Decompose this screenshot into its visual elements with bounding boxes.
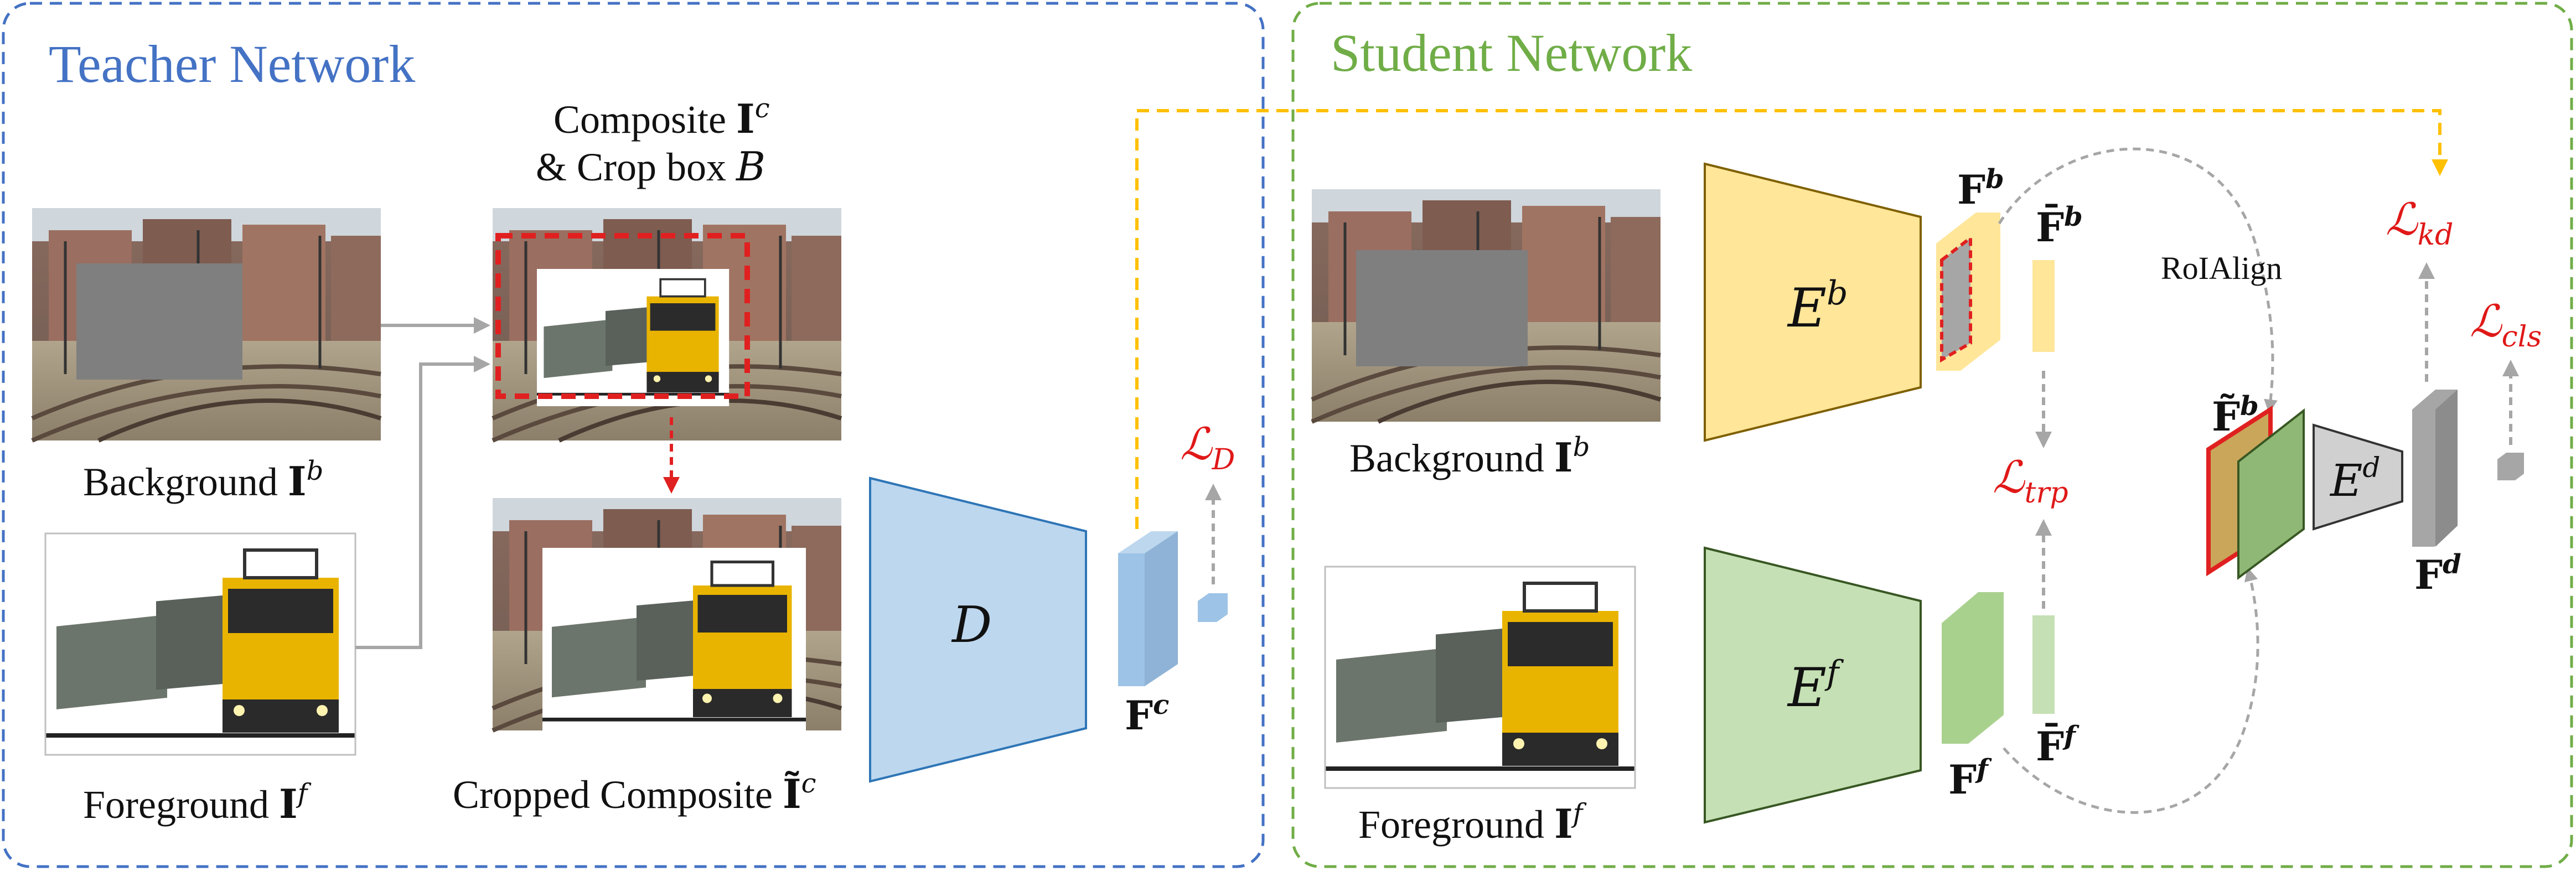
crop-box	[495, 233, 750, 399]
encoder-Ed-block	[2313, 423, 2403, 531]
student-output-cube	[2497, 453, 2524, 480]
encoder-Ef-block	[1704, 546, 1922, 824]
roialign-curve-top	[1998, 147, 2278, 413]
student-panel	[1291, 2, 2573, 868]
encoder-Eb-block	[1704, 162, 1922, 442]
teacher-panel	[2, 2, 1265, 868]
feature-Ff-block	[1942, 592, 2004, 744]
teacher-foreground-image	[45, 533, 355, 755]
teacher-foreground-label: Foreground If	[83, 778, 312, 827]
feature-Fb-label: Fb	[1957, 164, 2004, 213]
student-background-label: Background Ib	[1349, 432, 1590, 481]
teacher-output-cube	[1198, 593, 1228, 622]
feature-Fd-label: Fd	[2414, 549, 2461, 598]
student-title: Student Network	[1331, 23, 1692, 82]
encoder-Eb-label: Eb	[1787, 274, 1848, 339]
feature-Fb-tilde-label: F̃b	[2212, 391, 2259, 440]
foreground-to-composite-arrow	[355, 356, 490, 649]
feature-Fb-bar-label: F̄b	[2036, 201, 2083, 251]
student-background-image	[1312, 189, 1661, 422]
loss-trp-label: ℒtrp	[1993, 452, 2068, 510]
discriminator-block	[869, 476, 1087, 783]
encoder-Ed-label: Ed	[2329, 452, 2380, 506]
roialign-curve-bottom	[2003, 567, 2259, 814]
cropped-composite-label: Cropped Composite Ĩc	[453, 768, 816, 817]
loss-cls-label: ℒcls	[2470, 296, 2542, 354]
composite-image	[493, 208, 841, 440]
teacher-background-image	[32, 208, 381, 440]
discriminator-label: D	[951, 596, 992, 654]
crop-box-label: & Crop box B	[536, 143, 765, 190]
teacher-background-label: Background Ib	[83, 455, 323, 505]
composite-label: Composite Ic	[554, 93, 770, 142]
feature-fused-block	[2237, 408, 2305, 580]
feature-Ff-bar-block	[2032, 615, 2055, 714]
feature-Ff-label: Ff	[1948, 754, 1992, 803]
kd-arrow	[1135, 109, 2448, 529]
feature-Fb-bar-block	[2032, 260, 2055, 352]
cropped-composite-image	[493, 498, 841, 736]
loss-kd-label: ℒkd	[2386, 194, 2453, 252]
loss-D-label: ℒD	[1180, 418, 1235, 476]
feature-Fc-label: Fc	[1125, 690, 1169, 739]
roialign-label: RoIAlign	[2161, 250, 2282, 286]
student-foreground-image	[1325, 567, 1635, 788]
student-foreground-label: Foreground If	[1358, 798, 1587, 847]
teacher-title: Teacher Network	[49, 34, 415, 94]
feature-Ff-bar-label: F̄f	[2036, 721, 2080, 770]
